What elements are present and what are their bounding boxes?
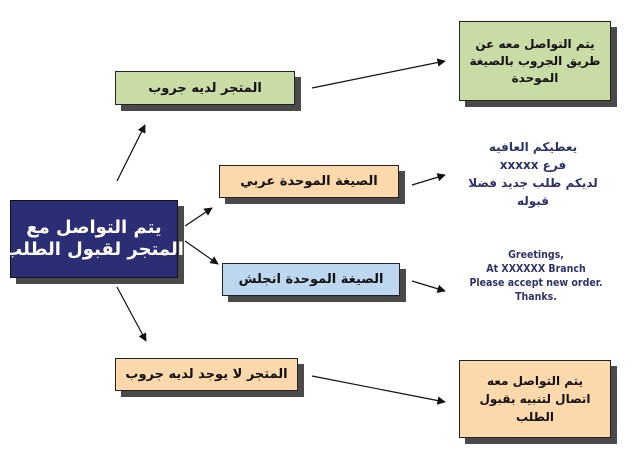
arrow-to-no-group-branch — [116, 286, 147, 342]
group-branch-node: المتجر لديه جروب — [115, 71, 295, 105]
no-group-branch-node: المتجر لا يوجد لديه جروب — [115, 358, 298, 391]
result-top-node: يتم التواصل معه عن طريق الجروب بالصيغة ا… — [459, 21, 611, 101]
main-node-line-1: يتم التواصل مع — [26, 217, 162, 238]
arrow-to-group-branch — [116, 124, 146, 182]
arrow-to-arabic-format — [184, 207, 213, 227]
english-message-line-2: At XXXXXX Branch — [486, 263, 586, 275]
arrow-to-english-format — [184, 240, 219, 265]
result-bottom-node: يتم التواصل معه اتصال لتنبيه بقبول الطلب — [459, 360, 611, 438]
result-top-line-2: طريق الجروب بالصيغة — [469, 53, 601, 68]
arabic-format-node: الصيغة الموحدة عربي — [219, 165, 399, 198]
result-bottom-line-3: الطلب — [516, 410, 554, 424]
result-top-line-3: الموحدة — [511, 70, 559, 85]
arabic-format-label: الصيغة الموحدة عربي — [240, 174, 378, 189]
arabic-message-line-2: فرع xxxxx — [499, 158, 567, 172]
english-message-line-4: Thanks. — [515, 291, 557, 303]
result-bottom-line-1: يتم التواصل معه — [486, 374, 584, 388]
english-message-text: Greetings, At XXXXXX Branch Please accep… — [448, 248, 624, 304]
main-node-line-2: المتجر لقبول الطلب — [4, 239, 184, 260]
english-format-node: الصيغة الموحدة انجلش — [222, 263, 400, 296]
arabic-message-line-4: قبوله — [516, 194, 550, 208]
main-node: يتم التواصل مع المتجر لقبول الطلب — [4, 200, 184, 278]
result-top-line-1: يتم التواصل معه عن — [475, 36, 595, 51]
result-bottom-line-2: اتصال لتنبيه بقبول — [479, 392, 591, 406]
arabic-message-line-3: لديكم طلب جديد فضلا — [468, 176, 598, 190]
arabic-message-line-1: يعطيكم العافيه — [488, 140, 578, 154]
arrow-to-result-bottom — [311, 375, 446, 405]
group-branch-label: المتجر لديه جروب — [148, 80, 262, 96]
english-message-line-3: Please accept new order. — [469, 277, 603, 289]
no-group-branch-label: المتجر لا يوجد لديه جروب — [125, 367, 288, 382]
arrow-to-english-message — [411, 280, 446, 293]
arrow-to-arabic-message — [411, 173, 446, 186]
english-message-line-1: Greetings, — [508, 249, 564, 261]
arabic-message-text: يعطيكم العافيه فرع xxxxx لديكم طلب جديد … — [448, 138, 618, 210]
english-format-label: الصيغة الموحدة انجلش — [238, 272, 384, 287]
arrow-to-result-top — [311, 58, 446, 89]
